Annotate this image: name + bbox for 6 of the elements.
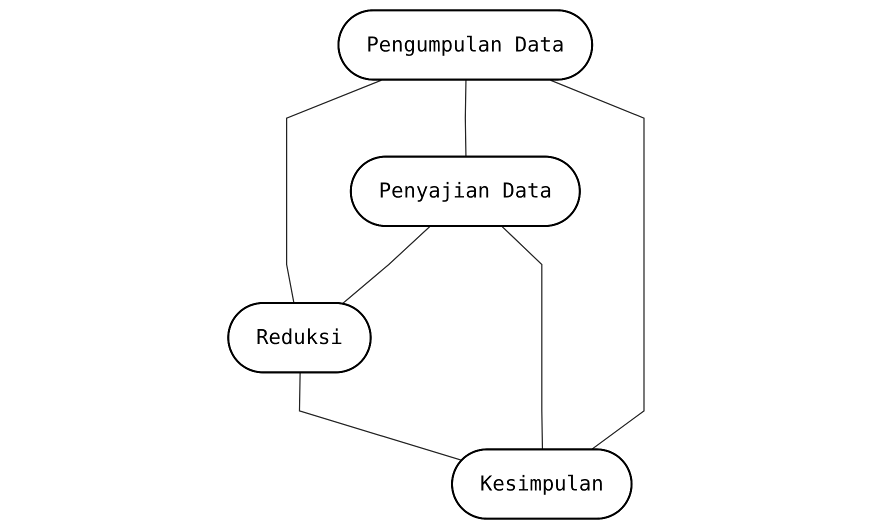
- connector: [550, 80, 645, 451]
- connector: [286, 80, 382, 304]
- connector: [502, 226, 544, 450]
- connector: [342, 226, 431, 305]
- connector: [299, 372, 464, 462]
- connector: [465, 80, 467, 158]
